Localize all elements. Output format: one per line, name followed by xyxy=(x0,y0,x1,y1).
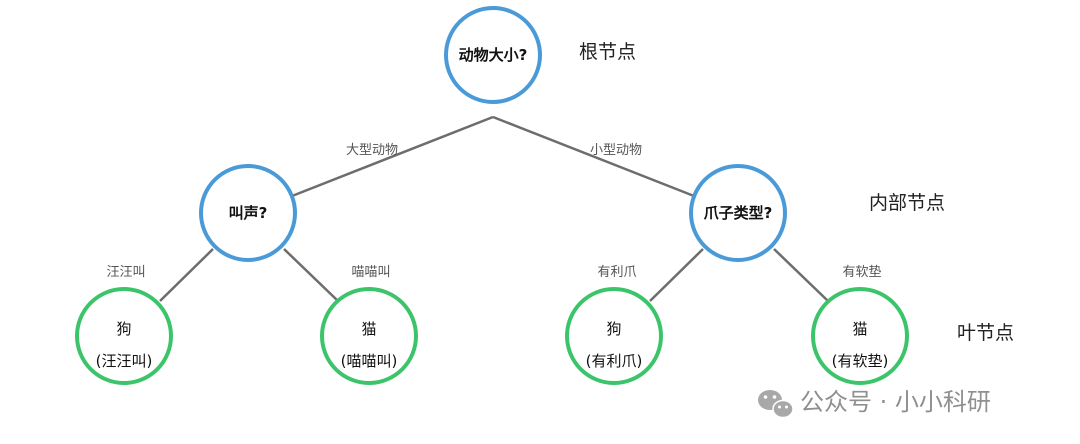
edge-root-right-branch xyxy=(492,115,695,198)
level-label-root: 根节点 xyxy=(579,41,636,63)
leaf-node-4-circle xyxy=(811,287,909,385)
leaf-node-4-name: 猫 xyxy=(852,320,867,338)
internal-node-left-question: 叫声? xyxy=(229,204,268,222)
internal-node-left: 叫声? xyxy=(199,164,297,262)
root-node: 动物大小? xyxy=(444,6,542,104)
leaf-node-3-name: 狗 xyxy=(606,320,621,338)
leaf-node-4-note: (有软垫) xyxy=(832,352,889,370)
leaf-node-3-circle xyxy=(565,287,663,385)
internal-node-right: 爪子类型? xyxy=(689,164,787,262)
internal-node-right-circle xyxy=(689,164,787,262)
leaf-node-1-note: (汪汪叫) xyxy=(96,352,153,370)
root-node-question: 动物大小? xyxy=(459,46,528,64)
edge-label-sharp: 有利爪 xyxy=(597,265,636,280)
internal-node-right-question: 爪子类型? xyxy=(704,204,773,222)
level-label-leaf: 叶节点 xyxy=(957,322,1014,344)
root-node-circle xyxy=(444,6,542,104)
leaf-node-3-note: (有利爪) xyxy=(586,352,643,370)
leaf-node-1: 狗 (汪汪叫) xyxy=(75,287,173,385)
leaf-node-1-name: 狗 xyxy=(116,320,131,338)
leaf-node-2-name: 猫 xyxy=(361,320,376,338)
edge-right-to-leaf-3 xyxy=(649,248,704,302)
watermark-text: 公众号 · 小小科研 xyxy=(800,388,991,416)
edge-label-small: 小型动物 xyxy=(590,143,642,158)
edge-left-to-leaf-1 xyxy=(159,248,214,302)
leaf-node-2-circle xyxy=(320,287,418,385)
edge-right-to-leaf-4 xyxy=(773,248,829,302)
edge-label-meow: 喵喵叫 xyxy=(351,265,390,280)
edge-label-pad: 有软垫 xyxy=(842,264,881,280)
edge-label-large: 大型动物 xyxy=(346,143,398,158)
watermark: 公众号 · 小小科研 xyxy=(758,388,991,419)
leaf-node-2: 猫 (喵喵叫) xyxy=(320,287,418,385)
leaf-node-2-note: (喵喵叫) xyxy=(341,352,398,370)
wechat-icon xyxy=(758,390,794,419)
level-label-internal: 内部节点 xyxy=(869,192,945,214)
leaf-node-4: 猫 (有软垫) xyxy=(811,287,909,385)
edge-left-to-leaf-2 xyxy=(283,248,339,302)
edges xyxy=(159,115,829,302)
leaf-node-3: 狗 (有利爪) xyxy=(565,287,663,385)
edge-label-bark: 汪汪叫 xyxy=(106,265,145,280)
internal-node-left-circle xyxy=(199,164,297,262)
edge-root-left-branch xyxy=(291,115,494,198)
leaf-node-1-circle xyxy=(75,287,173,385)
